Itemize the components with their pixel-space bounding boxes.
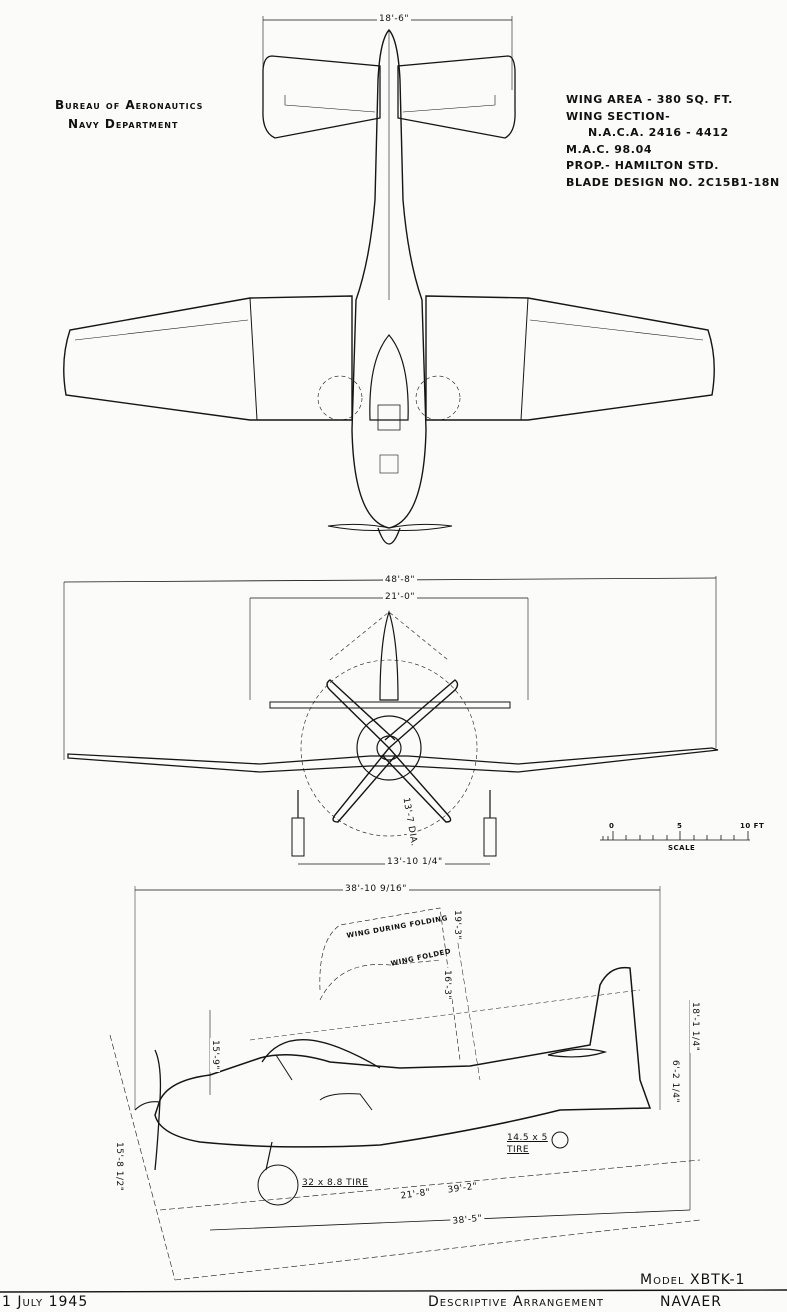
spec-mac: M.A.C. 98.04	[566, 142, 653, 156]
spec-wing-area: WING AREA - 380 SQ. FT.	[566, 93, 733, 106]
top-view	[63, 16, 715, 545]
dim-tail-span: 18'-6"	[377, 14, 412, 24]
scale-tick-5: 5	[677, 822, 683, 830]
spec-blade: BLADE DESIGN NO. 2C15B1-18N	[566, 175, 780, 189]
label-tail-tire: 14.5 x 5	[505, 1133, 550, 1143]
dim-height-folded: 16'-3"	[442, 968, 452, 1003]
spec-naca: N.A.C.A. 2416 - 4412	[588, 126, 729, 139]
org-line-2: Navy Department	[68, 117, 179, 131]
dim-tail-height: 18'-1 1/4"	[690, 1000, 700, 1054]
spec-prop: PROP.- HAMILTON STD.	[566, 159, 720, 172]
dim-overall-length: 38'-10 9/16"	[343, 884, 409, 894]
label-tail-tire-type: TIRE	[505, 1145, 532, 1155]
drawing-title: Descriptive Arrangement	[428, 1294, 605, 1310]
side-view	[109, 886, 701, 1281]
dim-prop-height: 15'-8 1/2"	[114, 1140, 124, 1194]
scale-tick-0: 0	[609, 822, 615, 830]
org-line-1: Bureau of Aeronautics	[55, 98, 204, 112]
dim-tread: 13'-10 1/4"	[385, 857, 445, 867]
model-label: Model XBTK-1	[640, 1272, 746, 1288]
spec-wing-section: WING SECTION-	[566, 109, 671, 123]
dim-wing-span: 48'-8"	[383, 575, 418, 585]
scale-bar	[600, 831, 750, 841]
spec-block: WING AREA - 380 SQ. FT. WING SECTION- N.…	[566, 92, 780, 191]
date-label: 1 July 1945	[2, 1294, 89, 1310]
dim-height-during-folding: 19'-3"	[452, 908, 462, 943]
dim-canopy-height: 15'-9"	[210, 1038, 220, 1073]
agency-label: NAVAER	[660, 1294, 722, 1310]
front-view	[63, 576, 719, 865]
dim-folded-span: 21'-0"	[383, 592, 418, 602]
scale-label: SCALE	[668, 844, 696, 852]
label-main-tire: 32 x 8.8 TIRE	[300, 1178, 371, 1188]
dim-tail-wheel-height: 6'-2 1/4"	[670, 1058, 680, 1106]
scale-tick-10: 10 FT	[740, 822, 765, 830]
